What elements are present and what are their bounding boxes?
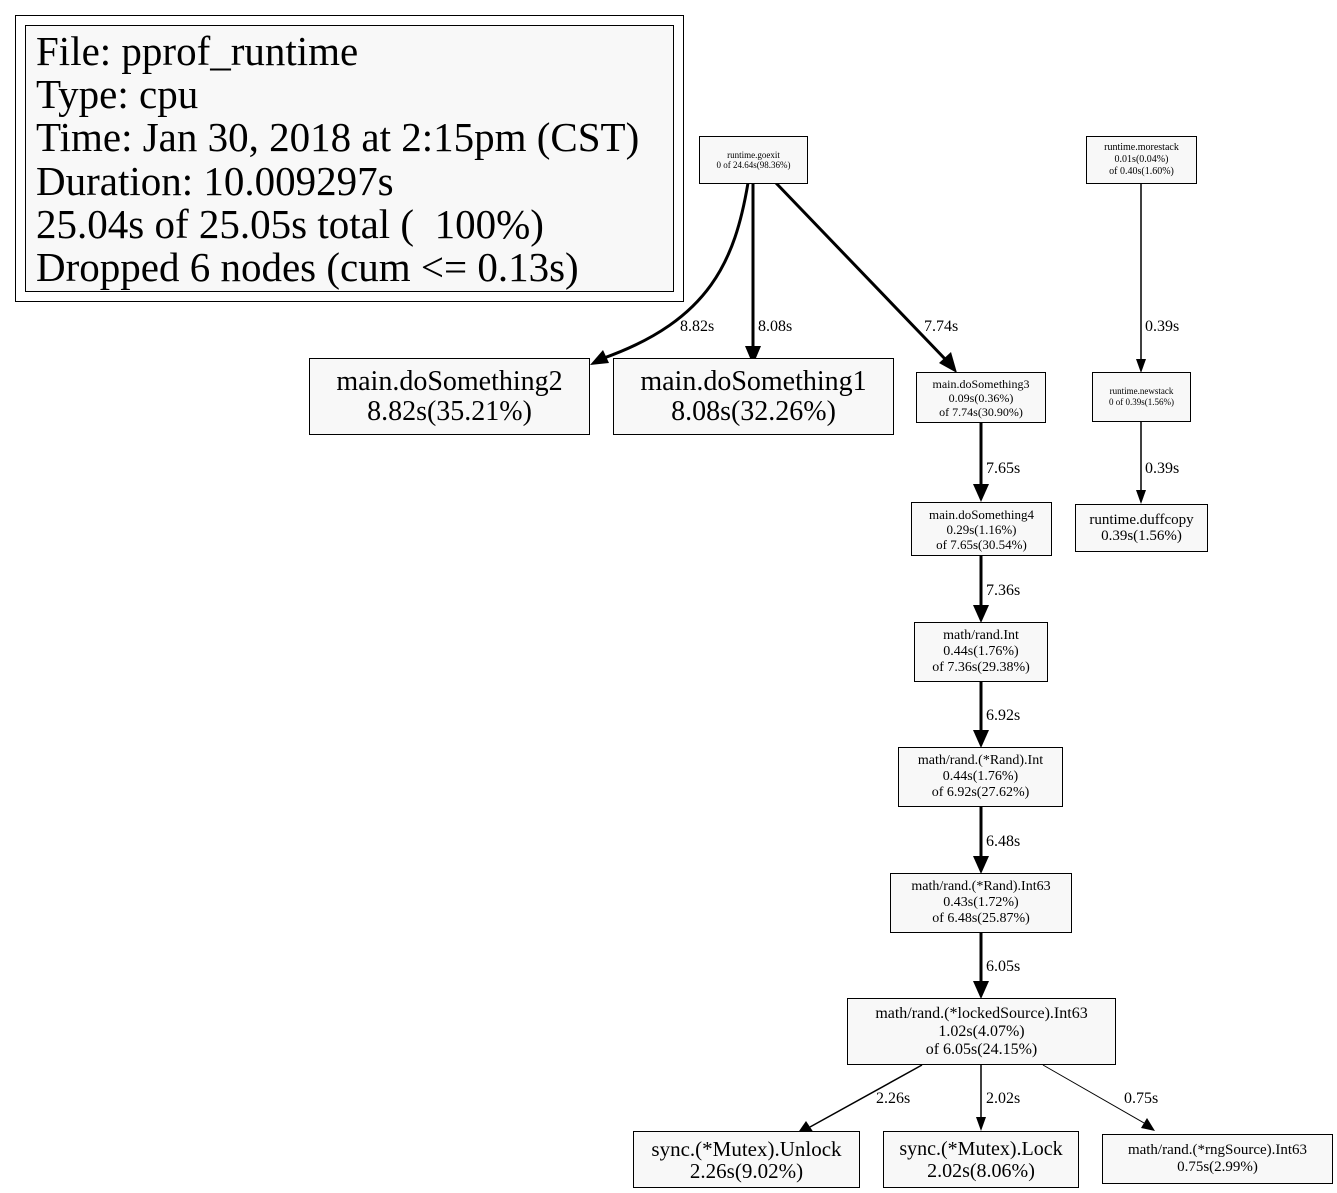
node-flat: 0.29s(1.16%) bbox=[946, 521, 1017, 537]
node-name: runtime.goexit bbox=[727, 150, 780, 160]
edge-label: 6.48s bbox=[986, 833, 1020, 850]
node-flat: 1.02s(4.07%) bbox=[938, 1022, 1025, 1040]
edge-goexit-doSomething2[interactable]: 8.82s bbox=[590, 182, 750, 365]
node-name: math/rand.Int bbox=[943, 628, 1019, 643]
node-runtime-goexit[interactable]: runtime.goexit 0 of 24.64s(98.36%) bbox=[699, 136, 808, 184]
node-math-rand-Rand-Int63[interactable]: math/rand.(*Rand).Int63 0.43s(1.72%) of … bbox=[890, 873, 1072, 933]
edge-label: 2.26s bbox=[876, 1090, 910, 1107]
node-cum: of 7.36s(29.38%) bbox=[932, 660, 1030, 675]
node-math-rand-Int[interactable]: math/rand.Int 0.44s(1.76%) of 7.36s(29.3… bbox=[914, 622, 1048, 682]
node-math-rand-Rand-Int[interactable]: math/rand.(*Rand).Int 0.44s(1.76%) of 6.… bbox=[898, 747, 1063, 807]
node-flat: 0.39s(1.56%) bbox=[1101, 528, 1182, 544]
node-sync-Mutex-Unlock[interactable]: sync.(*Mutex).Unlock 2.26s(9.02%) bbox=[633, 1131, 860, 1188]
node-name: main.doSomething3 bbox=[932, 376, 1030, 391]
legend-box: File: pprof_runtime Type: cpu Time: Jan … bbox=[25, 25, 674, 292]
edge-newstack-duffcopy[interactable]: 0.39s bbox=[1136, 422, 1179, 504]
legend-file: File: pprof_runtime bbox=[36, 28, 359, 74]
node-runtime-morestack[interactable]: runtime.morestack 0.01s(0.04%) of 0.40s(… bbox=[1086, 136, 1197, 184]
node-flat: 0.09s(0.36%) bbox=[948, 390, 1014, 405]
edge-label: 8.82s bbox=[680, 318, 714, 335]
legend-type: Type: cpu bbox=[36, 71, 199, 118]
node-cum: of 0.40s(1.60%) bbox=[1109, 166, 1174, 177]
edge-doSomething4-randInt[interactable]: 7.36s bbox=[973, 556, 1020, 623]
node-flat: 0.43s(1.72%) bbox=[943, 895, 1019, 910]
node-cum: of 6.92s(27.62%) bbox=[931, 785, 1030, 800]
legend-duration: Duration: 10.009297s bbox=[36, 157, 394, 204]
edge-lockedSource-mutexUnlock[interactable]: 2.26s bbox=[797, 1064, 923, 1134]
node-sync-Mutex-Lock[interactable]: sync.(*Mutex).Lock 2.02s(8.06%) bbox=[883, 1131, 1079, 1188]
edge-morestack-newstack[interactable]: 0.39s bbox=[1136, 183, 1179, 373]
edge-label: 6.05s bbox=[986, 958, 1020, 975]
node-flat: 0.44s(1.76%) bbox=[943, 644, 1019, 659]
edge-label: 7.74s bbox=[924, 318, 958, 335]
node-main-doSomething3[interactable]: main.doSomething3 0.09s(0.36%) of 7.74s(… bbox=[916, 372, 1046, 423]
node-main-doSomething1[interactable]: main.doSomething1 8.08s(32.26%) bbox=[613, 358, 894, 435]
node-name: runtime.morestack bbox=[1104, 142, 1179, 153]
edge-label: 0.39s bbox=[1145, 460, 1179, 477]
edge-randRandInt63-lockedSource[interactable]: 6.05s bbox=[973, 933, 1020, 999]
node-name: main.doSomething2 bbox=[336, 365, 563, 397]
node-name: math/rand.(*Rand).Int63 bbox=[911, 879, 1051, 894]
edge-label: 0.39s bbox=[1145, 318, 1179, 335]
legend-total: 25.04s of 25.05s total ( 100%) bbox=[36, 200, 544, 247]
node-cum: of 6.48s(25.87%) bbox=[932, 911, 1030, 926]
edge-randInt-randRandInt[interactable]: 6.92s bbox=[973, 682, 1020, 748]
node-flat: 0 of 24.64s(98.36%) bbox=[716, 160, 791, 170]
node-flat: 0.75s(2.99%) bbox=[1177, 1159, 1258, 1175]
node-flat: 0.01s(0.04%) bbox=[1114, 154, 1169, 165]
node-name: main.doSomething1 bbox=[640, 365, 867, 397]
node-name: math/rand.(*Rand).Int bbox=[917, 753, 1044, 768]
node-flat: 0.44s(1.76%) bbox=[942, 769, 1019, 784]
legend-frame bbox=[15, 15, 684, 302]
node-name: runtime.duffcopy bbox=[1089, 512, 1194, 528]
node-name: math/rand.(*lockedSource).Int63 bbox=[875, 1004, 1088, 1022]
edge-label: 7.36s bbox=[986, 582, 1020, 599]
node-name: runtime.newstack bbox=[1109, 386, 1174, 396]
node-name: main.doSomething4 bbox=[928, 506, 1035, 522]
edge-goexit-doSomething1[interactable]: 8.08s bbox=[745, 183, 792, 365]
node-flat: 8.08s(32.26%) bbox=[671, 395, 836, 427]
node-math-rand-rngSource-Int63[interactable]: math/rand.(*rngSource).Int63 0.75s(2.99%… bbox=[1102, 1134, 1333, 1184]
edge-lockedSource-rngSource[interactable]: 0.75s bbox=[1042, 1064, 1158, 1131]
edge-label: 7.65s bbox=[986, 460, 1020, 477]
node-cum: of 7.74s(30.90%) bbox=[939, 404, 1023, 419]
node-name: sync.(*Mutex).Unlock bbox=[651, 1136, 842, 1161]
node-runtime-duffcopy[interactable]: runtime.duffcopy 0.39s(1.56%) bbox=[1075, 504, 1208, 552]
legend-dropped: Dropped 6 nodes (cum <= 0.13s) bbox=[36, 244, 579, 291]
edge-label: 2.02s bbox=[986, 1090, 1020, 1107]
node-name: sync.(*Mutex).Lock bbox=[899, 1137, 1063, 1160]
node-flat: 2.26s(9.02%) bbox=[689, 1158, 804, 1183]
edge-lockedSource-mutexLock[interactable]: 2.02s bbox=[976, 1065, 1020, 1131]
edge-label: 0.75s bbox=[1124, 1090, 1158, 1107]
node-cum: of 7.65s(30.54%) bbox=[936, 536, 1027, 552]
legend-time: Time: Jan 30, 2018 at 2:15pm (CST) bbox=[36, 114, 640, 161]
node-math-rand-lockedSource-Int63[interactable]: math/rand.(*lockedSource).Int63 1.02s(4.… bbox=[847, 998, 1116, 1065]
node-main-doSomething2[interactable]: main.doSomething2 8.82s(35.21%) bbox=[309, 358, 590, 435]
node-flat: 2.02s(8.06%) bbox=[927, 1159, 1035, 1182]
node-flat: 0 of 0.39s(1.56%) bbox=[1109, 397, 1174, 407]
node-runtime-newstack[interactable]: runtime.newstack 0 of 0.39s(1.56%) bbox=[1092, 372, 1191, 422]
edge-label: 6.92s bbox=[986, 707, 1020, 724]
edge-label: 8.08s bbox=[758, 318, 792, 335]
edge-randRandInt-randRandInt63[interactable]: 6.48s bbox=[973, 807, 1020, 874]
node-flat: 8.82s(35.21%) bbox=[367, 395, 532, 427]
edge-goexit-doSomething3[interactable]: 7.74s bbox=[774, 181, 958, 373]
node-cum: of 6.05s(24.15%) bbox=[925, 1040, 1038, 1058]
edge-doSomething3-doSomething4[interactable]: 7.65s bbox=[973, 423, 1020, 502]
node-name: math/rand.(*rngSource).Int63 bbox=[1127, 1142, 1308, 1158]
node-main-doSomething4[interactable]: main.doSomething4 0.29s(1.16%) of 7.65s(… bbox=[911, 502, 1052, 556]
